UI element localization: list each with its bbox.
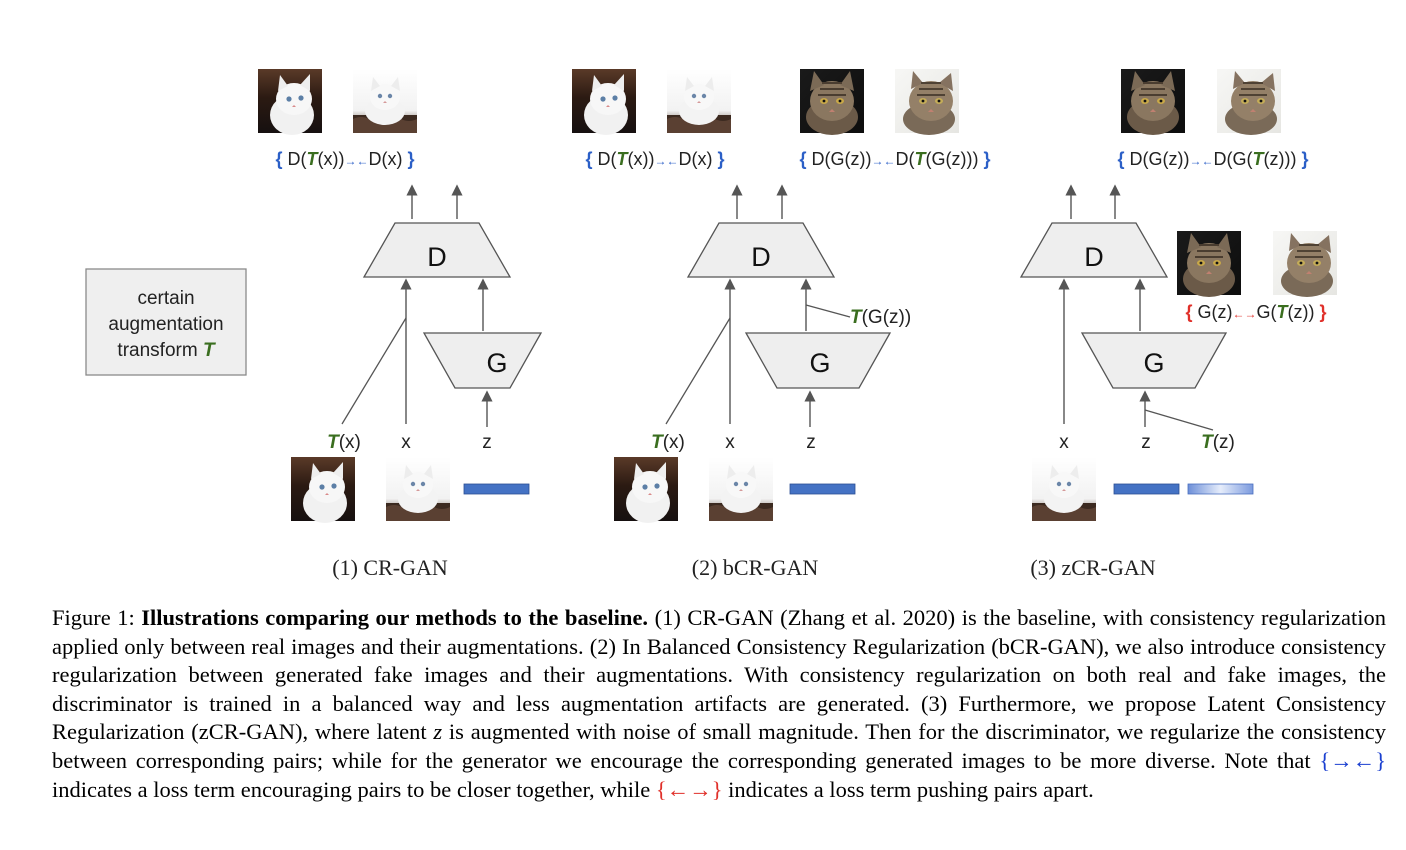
caption-body-2: is augmented with noise of small magnitu…: [52, 719, 1386, 773]
augmentation-line3: transform: [117, 340, 203, 361]
caption-repel-symbol: {←→}: [655, 776, 723, 802]
input-label-x: x: [401, 432, 411, 453]
input-label-z: z: [806, 432, 816, 453]
latent-z-bar: [789, 483, 856, 495]
input-image-augmented: [614, 457, 678, 523]
input-image-real: [1032, 457, 1096, 521]
output-image-generated: [1120, 68, 1186, 136]
augmentation-line1: certain: [137, 288, 194, 309]
output-image-generated: [799, 68, 865, 136]
generator-label: G: [809, 348, 830, 378]
generator-block: [744, 332, 892, 389]
output-image-augmented-real: [572, 69, 636, 135]
gen-loss-label: { G(z)←→G(T(z)) }: [1185, 302, 1326, 322]
panel-title: (3) zCR-GAN: [1030, 555, 1155, 580]
augmented-generated-label: T(G(z)): [850, 307, 911, 328]
latent-z-bar: [463, 483, 530, 495]
output-image-augmented-real: [258, 69, 322, 135]
svg-text:transform T: transform T: [117, 340, 216, 361]
generator-block: [1080, 332, 1228, 389]
output-image-augmented-generated: [894, 68, 960, 136]
discriminator-label: D: [1084, 242, 1104, 272]
input-label-tx: T(x): [327, 432, 361, 453]
discriminator-block: [362, 222, 512, 278]
caption-z-symbol: z: [433, 719, 443, 745]
discriminator-block: [1019, 222, 1169, 278]
input-label-x: x: [725, 432, 735, 453]
discriminator-block: [686, 222, 836, 278]
figure: certain augmentation transform T { D(T(x…: [85, 68, 1338, 580]
output-image-generated-augmented-latent: [1216, 68, 1282, 136]
caption-figure-label: Figure 1:: [52, 605, 142, 630]
caption-attract-symbol: {→←}: [1319, 747, 1386, 773]
augmentation-line2: augmentation: [108, 314, 223, 335]
caption-bold-title: Illustrations comparing our methods to t…: [141, 605, 649, 630]
figure-caption: Figure 1: Illustrations comparing our me…: [52, 604, 1386, 804]
input-label-z: z: [1141, 432, 1151, 453]
input-image-augmented: [291, 457, 355, 523]
input-label-tx: T(x): [651, 432, 685, 453]
panel-title: (2) bCR-GAN: [692, 555, 819, 580]
latent-z-bar: [1113, 483, 1180, 495]
disc-loss-label: { D(G(z))→←D(G(T(z))) }: [1118, 149, 1309, 169]
augmentation-box: certain augmentation transform T: [85, 268, 247, 376]
caption-body-3: indicates a loss term encouraging pairs …: [52, 776, 656, 802]
disc-loss-real-label: { D(T(x))→←D(x) }: [585, 149, 724, 169]
input-image-real: [386, 457, 450, 521]
output-image-real: [667, 69, 731, 133]
augmented-latent-z-bar: [1187, 483, 1254, 495]
input-image-real: [709, 457, 773, 521]
input-label-x: x: [1059, 432, 1069, 453]
panel-title: (1) CR-GAN: [332, 555, 448, 580]
generator-output-image: [1176, 230, 1242, 298]
panel-bcr-gan: { D(T(x))→←D(x) } { D(G(z))→←D(T(G(z))) …: [572, 68, 991, 580]
disc-loss-label: { D(T(x))→←D(x) }: [275, 149, 414, 169]
panel-cr-gan: { D(T(x))→←D(x) } D G T(x) x z (1) CR-GA…: [258, 69, 543, 580]
output-image-real: [353, 69, 417, 133]
generator-output-image-augmented: [1272, 230, 1338, 298]
discriminator-label: D: [427, 242, 447, 272]
caption-body-4: indicates a loss term pushing pairs apar…: [722, 776, 1094, 802]
disc-loss-fake-label: { D(G(z))→←D(T(G(z))) }: [800, 149, 991, 169]
discriminator-label: D: [751, 242, 771, 272]
augmentation-t-symbol: T: [203, 340, 216, 361]
generator-label: G: [1143, 348, 1164, 378]
input-label-z: z: [482, 432, 492, 453]
generator-block: [422, 332, 543, 389]
panel-zcr-gan: { D(G(z))→←D(G(T(z))) } D { G(z)←→G(T(z)…: [1019, 68, 1338, 580]
input-label-tz: T(z): [1201, 432, 1235, 453]
generator-label: G: [486, 348, 507, 378]
caption-body-1: (1) CR-GAN (Zhang et al. 2020) is the ba…: [52, 605, 1386, 745]
